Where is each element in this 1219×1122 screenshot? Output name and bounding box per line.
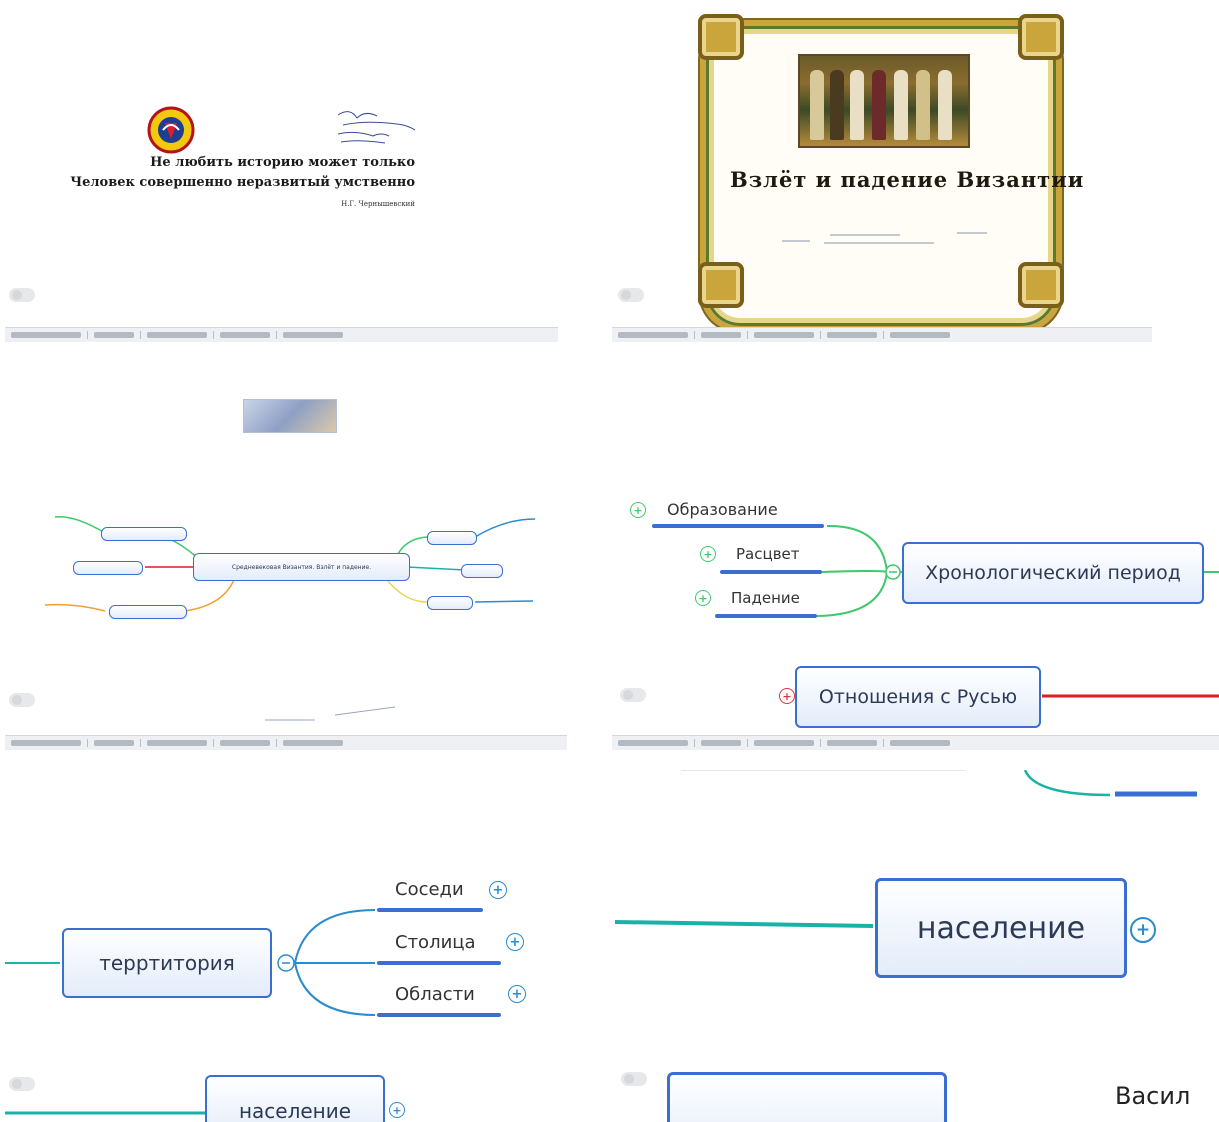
map-image-thumbnail (243, 399, 337, 433)
expand-plus-icon[interactable]: + (695, 590, 711, 606)
population-node[interactable]: население (875, 878, 1127, 978)
slide-thumbnail-1[interactable]: Не любить историю может только Человек с… (5, 12, 558, 342)
taskbar-strip (5, 327, 558, 342)
emblem-icon (147, 106, 195, 154)
faint-text (830, 234, 900, 236)
partial-leaf-text[interactable]: Васил (1115, 1082, 1191, 1110)
expand-plus-icon[interactable]: + (489, 881, 507, 899)
leaf-formation[interactable]: Образование (667, 500, 778, 519)
expand-plus-icon[interactable]: + (1130, 917, 1156, 943)
leaf-underline (715, 614, 817, 618)
leaf-flourish[interactable]: Расцвет (736, 545, 800, 563)
topic-node[interactable] (427, 531, 477, 545)
leaf-underline (377, 908, 483, 912)
watermark-logo-icon (9, 1077, 35, 1091)
leaf-underline (377, 961, 501, 965)
quote-line-1: Не любить историю может только (150, 155, 415, 170)
taskbar-strip (612, 735, 1219, 750)
population-label: население (238, 1099, 352, 1122)
faint-text (957, 232, 987, 234)
watermark-logo-icon (9, 693, 35, 707)
expand-plus-icon[interactable]: + (389, 1102, 405, 1118)
slide-thumbnail-4[interactable]: + Образование + Расцвет + Падение Хронол… (612, 470, 1219, 750)
topic-node[interactable] (427, 596, 473, 610)
frame-corner-ornament (1018, 14, 1064, 60)
quote-author: Н.Г. Чернышевский (341, 200, 415, 208)
topic-node[interactable] (73, 561, 143, 575)
presentation-title: Взлёт и падение Византии (730, 167, 1085, 192)
branch-connectors (816, 524, 1219, 698)
branch-connectors (5, 909, 376, 1115)
leaf-regions[interactable]: Области (395, 984, 475, 1005)
leaf-capital[interactable]: Столица (395, 932, 476, 953)
watermark-logo-icon (620, 688, 646, 702)
topic-node[interactable] (101, 527, 187, 541)
territory-node[interactable]: терртитория (62, 928, 272, 998)
expand-plus-icon[interactable]: + (508, 985, 526, 1003)
slide-thumbnail-6[interactable]: население + Васил (615, 770, 1197, 1122)
frame-corner-ornament (1018, 262, 1064, 308)
slide-thumbnail-3[interactable]: Средневековая Византия. Взлёт и падение. (5, 395, 567, 750)
expand-plus-icon[interactable]: + (700, 546, 716, 562)
population-node-partial[interactable]: население (205, 1075, 385, 1122)
watermark-logo-icon (9, 288, 35, 302)
leaf-neighbours[interactable]: Соседи (395, 879, 464, 900)
central-topic-node[interactable]: Средневековая Византия. Взлёт и падение. (193, 553, 410, 581)
leaf-underline (652, 524, 824, 528)
next-topic-node-partial[interactable] (667, 1072, 947, 1122)
watermark-logo-icon (621, 1072, 647, 1086)
watermark-logo-icon (618, 288, 644, 302)
expand-plus-icon[interactable]: + (779, 688, 795, 704)
topic-node[interactable] (461, 564, 503, 578)
faint-text (782, 240, 810, 242)
taskbar-strip (5, 735, 567, 750)
branch-connectors (615, 770, 1197, 928)
slide1-graphics (147, 106, 416, 154)
chronology-period-node[interactable]: Хронологический период (902, 542, 1204, 604)
taskbar-strip (612, 327, 1152, 342)
expand-plus-icon[interactable]: + (630, 502, 646, 518)
leaf-underline (720, 570, 822, 574)
mosaic-image (798, 54, 970, 148)
leaf-underline (377, 1013, 501, 1017)
slide-thumbnail-5[interactable]: терртитория Соседи + Столица + Области +… (5, 795, 560, 1122)
quote-line-2: Человек совершенно неразвитый умственно (70, 175, 415, 190)
topic-node[interactable] (109, 605, 187, 619)
faint-text (824, 242, 934, 244)
relations-with-rus-node[interactable]: Отношения с Русью (795, 666, 1041, 728)
slide-thumbnail-2[interactable]: Взлёт и падение Византии (612, 12, 1152, 342)
signature-logo-icon (337, 111, 416, 144)
leaf-fall[interactable]: Падение (731, 589, 800, 607)
expand-plus-icon[interactable]: + (506, 933, 524, 951)
frame-corner-ornament (698, 14, 744, 60)
frame-corner-ornament (698, 262, 744, 308)
